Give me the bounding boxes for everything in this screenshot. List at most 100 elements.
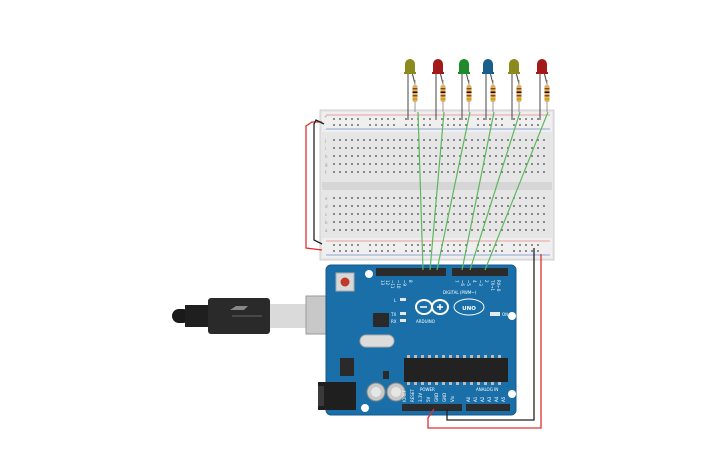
led-with-resistor[interactable]: [458, 59, 472, 120]
wire-ground-rail-jumper[interactable]: [313, 119, 325, 245]
resistor[interactable]: [412, 80, 418, 112]
crystal-oscillator: [359, 334, 395, 348]
analog-pin-label: A1: [473, 396, 478, 402]
digital-pin-label: 13: [380, 280, 385, 286]
on-label: ON: [502, 312, 508, 317]
resistor[interactable]: [490, 80, 496, 112]
digital-pin-label: ~11: [390, 280, 395, 289]
digital-pin-label: ~6: [460, 280, 465, 286]
wire-signal[interactable]: [469, 111, 521, 271]
resistor[interactable]: [440, 80, 446, 112]
led-tx-label: TX: [390, 312, 396, 317]
led-with-resistor[interactable]: [432, 59, 446, 120]
led-with-resistor[interactable]: [482, 59, 496, 120]
row-letter: g: [325, 162, 328, 167]
row-letter: j: [324, 138, 326, 143]
power-pin-label: GND: [434, 393, 439, 402]
mount-hole: [508, 390, 516, 398]
digital-pin-label: 12: [385, 280, 390, 286]
mount-hole: [508, 312, 516, 320]
power-jack[interactable]: [318, 382, 356, 410]
resistor[interactable]: [516, 80, 522, 112]
power-pin-label: IOREF: [402, 389, 407, 402]
breadboard-holes: [333, 118, 545, 252]
resistor[interactable]: [544, 80, 550, 112]
digital-pin-label: 2: [484, 280, 489, 283]
digital-pin-label: RX←0: [496, 280, 501, 292]
digital-pin-label: ~10: [396, 280, 401, 289]
model-label: UNO: [462, 306, 476, 312]
power-pin-label: RESET: [410, 389, 415, 402]
wire-5v-to-board[interactable]: [427, 254, 542, 429]
on-led: [490, 312, 500, 316]
wires: [305, 111, 549, 429]
resistor[interactable]: [466, 80, 472, 112]
analog-pin-label: A2: [480, 396, 485, 402]
led-with-resistor[interactable]: [508, 59, 522, 120]
digital-pin-label: TX→1: [490, 279, 495, 292]
rail-minus-label: -: [324, 127, 326, 132]
brand-label: ARDUINO: [416, 319, 435, 324]
mount-hole: [365, 270, 373, 278]
analog-header[interactable]: [466, 404, 510, 411]
wire-ground-to-board[interactable]: [446, 248, 535, 421]
power-header[interactable]: [402, 404, 462, 411]
led-icon[interactable]: [432, 59, 444, 74]
analog-label: ANALOG IN: [476, 387, 498, 392]
power-label: POWER: [420, 387, 435, 392]
wire-signal[interactable]: [461, 111, 495, 271]
digital-header-right[interactable]: [452, 268, 508, 276]
analog-pin-label: A3: [487, 396, 492, 402]
power-pin-label: GND: [442, 393, 447, 402]
row-letter: d: [325, 204, 328, 209]
arduino-logo-icon: [415, 299, 449, 315]
digital-pin-label: 4: [472, 280, 477, 283]
digital-pin-label: ~3: [478, 280, 483, 286]
power-pin-label: 5V: [426, 396, 431, 402]
row-letter: h: [325, 154, 328, 159]
wire-signal[interactable]: [436, 111, 471, 271]
led-icon[interactable]: [536, 59, 548, 74]
voltage-regulator: [340, 358, 354, 376]
digital-pin-label: 7: [454, 280, 459, 283]
led-icon[interactable]: [404, 59, 416, 74]
digital-label: DIGITAL (PWM~): [443, 290, 477, 295]
led-with-resistor[interactable]: [404, 59, 418, 120]
led-icon[interactable]: [458, 59, 470, 74]
row-letter: f: [325, 170, 327, 175]
led-array: [404, 59, 550, 120]
analog-pin-label: A4: [494, 396, 499, 402]
power-pin-label: 3.3V: [418, 393, 423, 402]
usb-chip: [373, 313, 389, 327]
row-letter: b: [325, 220, 328, 225]
led-l-label: L: [394, 298, 397, 303]
wire-signal[interactable]: [429, 111, 445, 271]
mount-hole: [361, 404, 369, 412]
digital-pin-label: 8: [408, 280, 413, 283]
led-with-resistor[interactable]: [536, 59, 550, 120]
digital-pin-label: ~5: [466, 280, 471, 286]
wire-signal[interactable]: [417, 111, 424, 271]
signal-wires: [417, 111, 549, 271]
led-rx-label: RX: [391, 319, 397, 324]
led-icon[interactable]: [508, 59, 520, 74]
analog-pin-label: A5: [501, 396, 506, 402]
digital-header-left[interactable]: [376, 268, 446, 276]
rail-plus-label: +: [324, 114, 327, 119]
led-icon[interactable]: [482, 59, 494, 74]
atmega-chip: [404, 358, 508, 382]
reset-button-cap[interactable]: [340, 277, 350, 287]
wire-signal[interactable]: [484, 111, 549, 271]
row-letter: c: [325, 212, 327, 217]
analog-pin-label: A0: [466, 396, 471, 402]
row-letter: a: [325, 228, 328, 233]
power-pin-label: Vin: [450, 395, 455, 402]
digital-pin-label: ~9: [402, 280, 407, 286]
